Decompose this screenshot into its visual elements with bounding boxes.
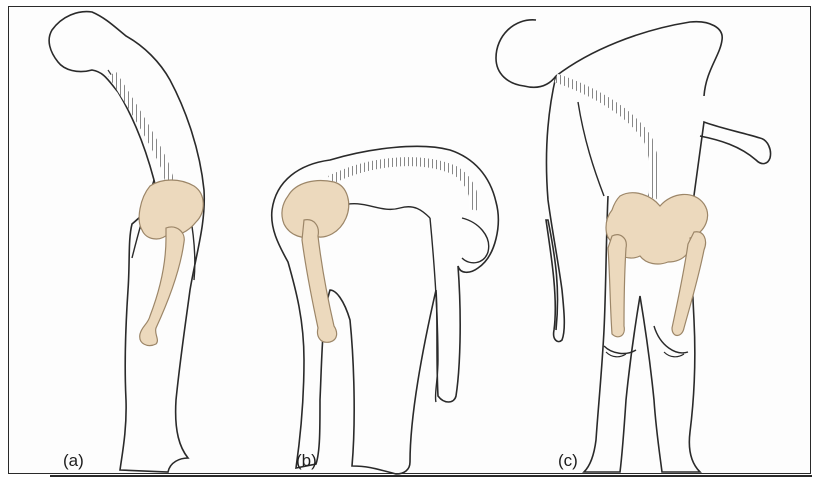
panel-label-b: (b) bbox=[296, 451, 317, 471]
figure-a bbox=[49, 12, 204, 472]
panel-label-c: (c) bbox=[558, 451, 578, 471]
femur-b bbox=[302, 220, 337, 343]
spine-c bbox=[556, 78, 655, 198]
femur-a bbox=[140, 227, 185, 346]
figure-c bbox=[496, 20, 771, 472]
figure-b bbox=[272, 146, 499, 474]
panel-label-a: (a) bbox=[63, 451, 84, 471]
femur-c-left bbox=[608, 235, 626, 337]
spine-b bbox=[330, 162, 474, 210]
